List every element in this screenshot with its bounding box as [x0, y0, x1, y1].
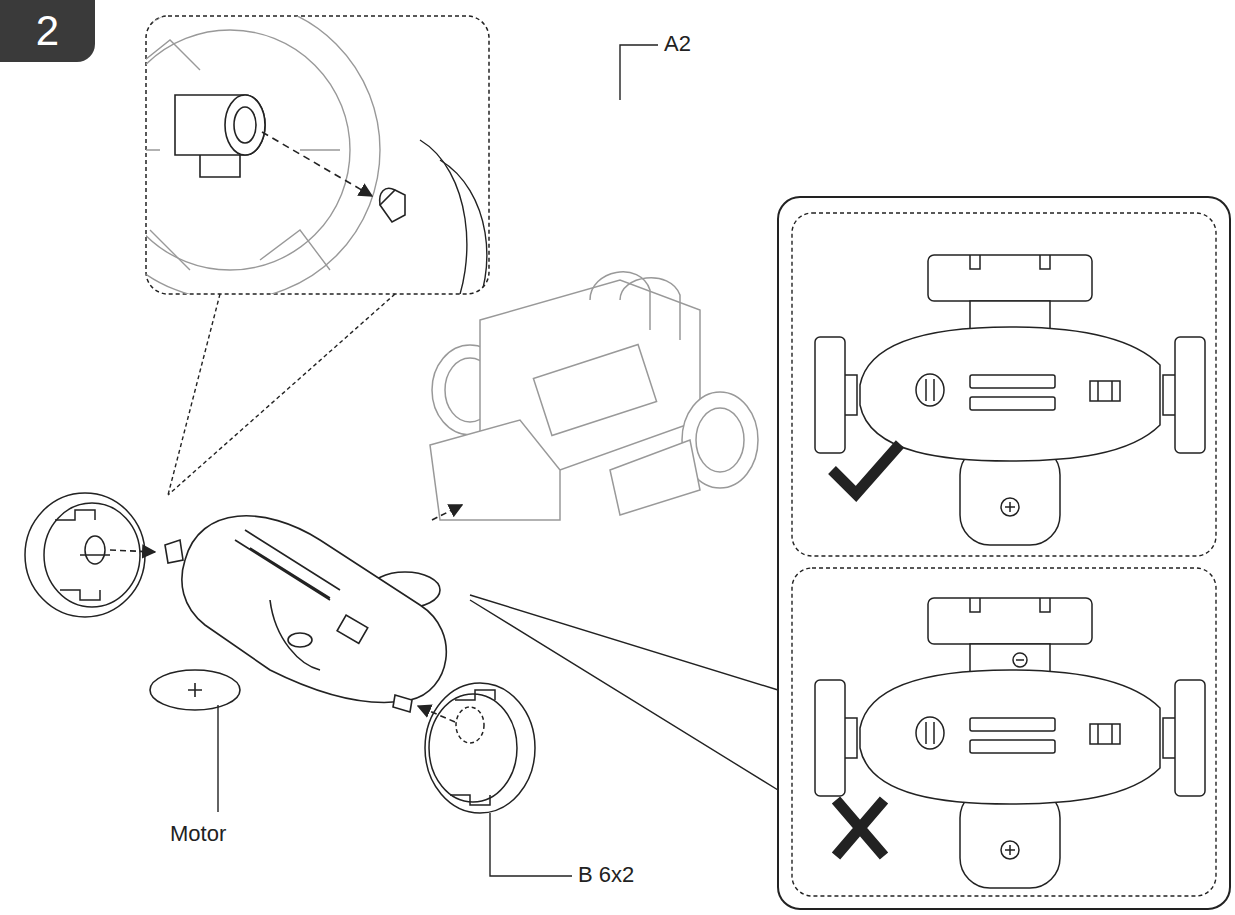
- step-number-box: 2: [0, 0, 95, 62]
- part-label: Motor: [170, 822, 226, 846]
- step-number: 2: [36, 10, 59, 52]
- part-label: A2: [664, 32, 691, 56]
- part-label: B 6x2: [578, 863, 634, 887]
